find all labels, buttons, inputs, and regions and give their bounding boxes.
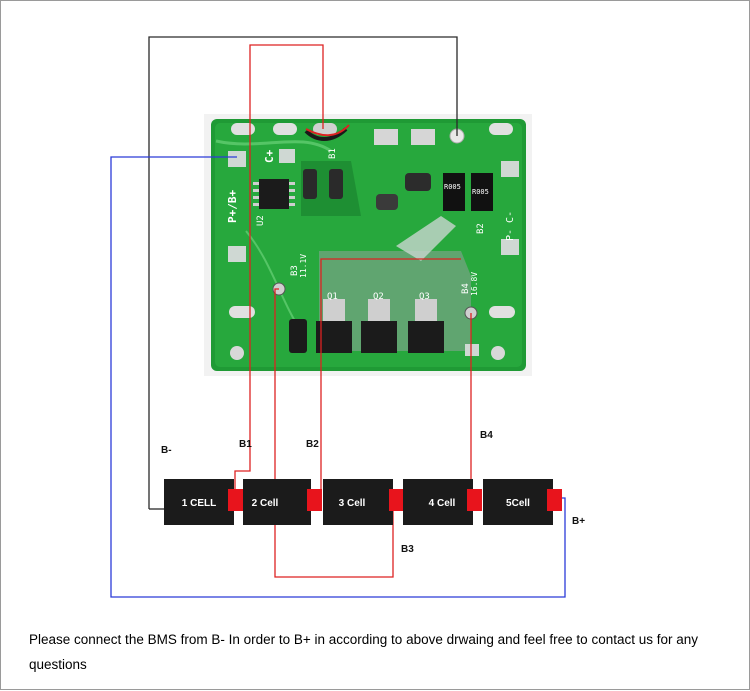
label-b-minus: B- [161, 445, 172, 456]
mosfet-q1 [316, 299, 352, 353]
silk-c-plus: C+ [263, 149, 276, 163]
cell-2-label: 2 Cell [252, 498, 279, 509]
wire-b3 [274, 288, 394, 578]
instruction-caption: Please connect the BMS from B- In order … [29, 632, 698, 672]
label-b3: B3 [401, 544, 414, 555]
silk-q2: Q2 [373, 292, 384, 302]
cell-3: 3 Cell [323, 479, 404, 525]
silk-b3: B3 [290, 265, 300, 276]
pad-top-left [231, 123, 255, 135]
label-b4: B4 [480, 430, 493, 441]
silk-u2: U2 [256, 215, 266, 226]
wire-b2 [320, 258, 461, 489]
mosfet-q2 [361, 299, 397, 353]
cell-3-label: 3 Cell [339, 498, 366, 509]
silk-q1: Q1 [327, 292, 338, 302]
silk-r2: R005 [472, 188, 489, 196]
u2-chip [259, 179, 289, 209]
cell-4-label: 4 Cell [429, 498, 456, 509]
label-b2: B2 [306, 439, 319, 450]
label-b1: B1 [239, 439, 252, 450]
silk-b4: B4 [461, 283, 471, 294]
cell-5-label: 5Cell [506, 498, 530, 509]
cell-4: 4 Cell [403, 479, 482, 525]
cell-1: 1 CELL [164, 479, 243, 525]
cell-1-label: 1 CELL [182, 498, 216, 509]
sense-resistor-1 [443, 173, 465, 211]
wire-b-plus [110, 156, 566, 598]
pad-bplus [228, 151, 246, 167]
terminal-2 [307, 489, 322, 511]
wire-b1 [234, 44, 324, 501]
silk-p-minus-c-minus: P- C- [505, 211, 516, 241]
silk-p-plus-b-plus: P+/B+ [226, 190, 239, 223]
label-b-plus: B+ [572, 516, 585, 527]
silk-b2: B2 [476, 223, 486, 234]
wire-b-minus [148, 36, 458, 509]
cell-5: 5Cell [483, 479, 562, 525]
cell-2: 2 Cell [243, 479, 322, 525]
silk-q3: Q3 [419, 292, 430, 302]
terminal-3 [389, 489, 404, 511]
silk-r1: R005 [444, 183, 461, 191]
sense-resistor-2 [471, 173, 493, 211]
terminal-1 [228, 489, 243, 511]
terminal-5 [547, 489, 562, 511]
silk-b3-voltage: 11.1V [299, 254, 308, 278]
terminal-4 [467, 489, 482, 511]
bms-board: P+/B+ C+ U2 B1 B3 11.1V B4 16.8V B2 P- C… [204, 114, 532, 376]
silk-b4-voltage: 16.8V [470, 272, 479, 296]
silk-b1: B1 [328, 148, 338, 159]
mosfet-q3 [408, 299, 444, 353]
